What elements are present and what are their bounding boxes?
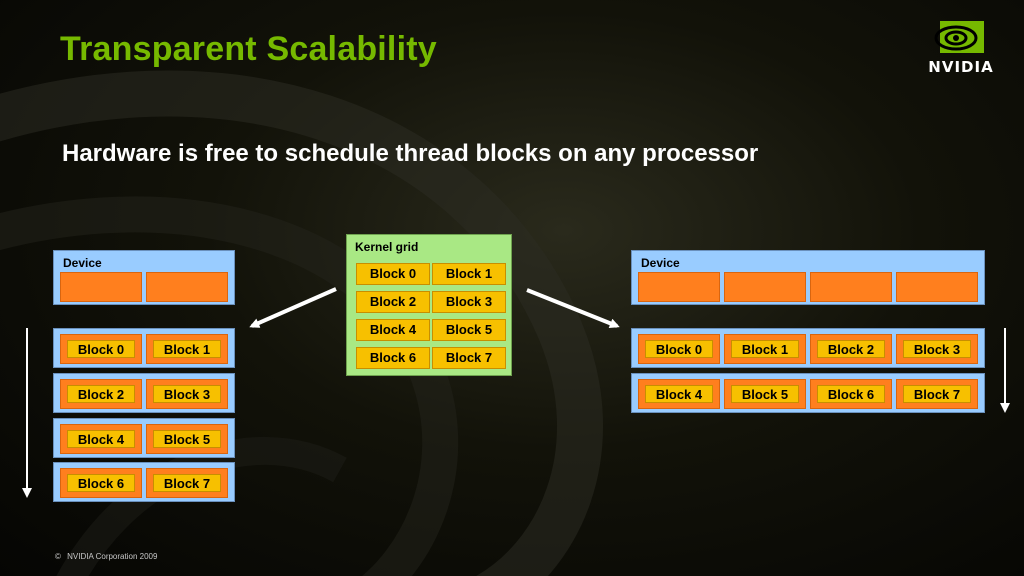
right-schedule-row: Block 0 Block 1 Block 2 Block 3 [631,328,985,368]
scheduled-block: Block 2 [60,379,142,409]
block-label: Block 0 [645,340,713,358]
right-device: Device [631,250,985,305]
kernel-block: Block 6 [356,347,430,369]
kernel-grid-label: Kernel grid [355,240,419,254]
logo-wordmark: NVIDIA [928,58,994,76]
kernel-block: Block 2 [356,291,430,313]
block-label: Block 3 [903,340,971,358]
left-schedule-row: Block 2 Block 3 [53,373,235,413]
left-device: Device [53,250,235,305]
scheduled-block: Block 4 [60,424,142,454]
scheduled-block: Block 5 [724,379,806,409]
scheduled-block: Block 5 [146,424,228,454]
scheduled-block: Block 2 [810,334,892,364]
scheduled-block: Block 1 [724,334,806,364]
right-device-label: Device [641,256,680,270]
scheduled-block: Block 3 [896,334,978,364]
scheduled-block: Block 6 [60,468,142,498]
kernel-block: Block 3 [432,291,506,313]
left-device-label: Device [63,256,102,270]
left-schedule-row: Block 6 Block 7 [53,462,235,502]
block-label: Block 6 [817,385,885,403]
processor [146,272,228,302]
kernel-block: Block 7 [432,347,506,369]
scheduled-block: Block 0 [60,334,142,364]
scheduled-block: Block 6 [810,379,892,409]
block-label: Block 0 [67,340,135,358]
nvidia-logo: NVIDIA [918,18,1008,80]
block-label: Block 5 [731,385,799,403]
copyright-symbol: © [55,552,61,561]
block-label: Block 6 [67,474,135,492]
block-label: Block 4 [67,430,135,448]
kernel-block: Block 4 [356,319,430,341]
right-schedule-row: Block 4 Block 5 Block 6 Block 7 [631,373,985,413]
scheduled-block: Block 0 [638,334,720,364]
block-label: Block 7 [903,385,971,403]
left-schedule-row: Block 4 Block 5 [53,418,235,458]
slide-subtitle: Hardware is free to schedule thread bloc… [62,140,759,167]
footer: © NVIDIA Corporation 2009 [55,552,157,561]
block-label: Block 1 [731,340,799,358]
scheduled-block: Block 1 [146,334,228,364]
block-label: Block 1 [153,340,221,358]
block-label: Block 3 [153,385,221,403]
processor [60,272,142,302]
footer-text: NVIDIA Corporation 2009 [67,552,158,561]
kernel-block: Block 5 [432,319,506,341]
processor [638,272,720,302]
processor [810,272,892,302]
kernel-block: Block 1 [432,263,506,285]
processor [724,272,806,302]
scheduled-block: Block 7 [146,468,228,498]
block-label: Block 4 [645,385,713,403]
left-schedule-row: Block 0 Block 1 [53,328,235,368]
block-label: Block 2 [817,340,885,358]
block-label: Block 5 [153,430,221,448]
processor [896,272,978,302]
scheduled-block: Block 7 [896,379,978,409]
scheduled-block: Block 4 [638,379,720,409]
kernel-grid: Kernel grid Block 0 Block 1 Block 2 Bloc… [346,234,512,376]
slide-title: Transparent Scalability [60,30,437,68]
block-label: Block 7 [153,474,221,492]
block-label: Block 2 [67,385,135,403]
scheduled-block: Block 3 [146,379,228,409]
nvidia-eye-icon [934,21,984,53]
kernel-block: Block 0 [356,263,430,285]
